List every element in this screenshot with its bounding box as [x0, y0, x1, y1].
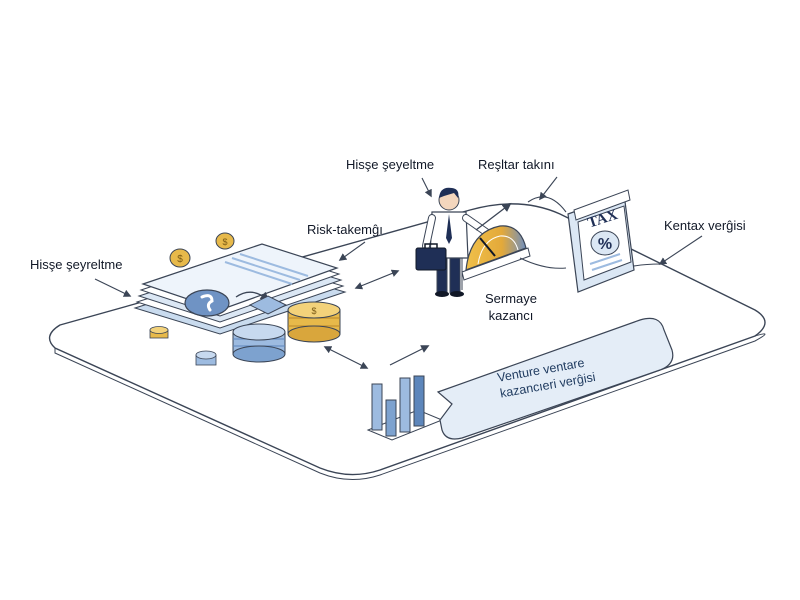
label-capital-gains-line1: Sermaye [484, 291, 538, 306]
gold-coin-stack: $ [287, 301, 341, 343]
small-coins [149, 326, 217, 366]
label-hisse-seyreltme-left: Hisşe şeyreltme [30, 257, 123, 272]
svg-text:$: $ [177, 254, 183, 265]
businessman [422, 187, 490, 297]
label-results-tracking: Reşltar takını [478, 157, 555, 172]
label-risk-taking: Risk-takemĝı [307, 222, 383, 237]
label-tax-right: Kentax verĝisi [664, 218, 746, 233]
blue-coin-stack [232, 323, 286, 363]
label-capital-gains: Sermaye kazancı [476, 290, 546, 324]
risk-gauge [461, 202, 531, 281]
label-capital-gains-line2: kazancı [488, 308, 534, 323]
label-hisse-seyreltme-top: Hisşe şeyeltme [346, 157, 435, 172]
svg-text:$: $ [222, 237, 227, 247]
tax-card [567, 189, 635, 293]
dilution-emblem [184, 289, 288, 317]
briefcase-icon [415, 243, 447, 271]
connectors [94, 176, 703, 369]
svg-text:$: $ [311, 306, 316, 316]
coin-top-left: $ $ [169, 232, 235, 268]
tax-percent-icon: % [598, 236, 612, 253]
speech-bubble [436, 317, 674, 440]
